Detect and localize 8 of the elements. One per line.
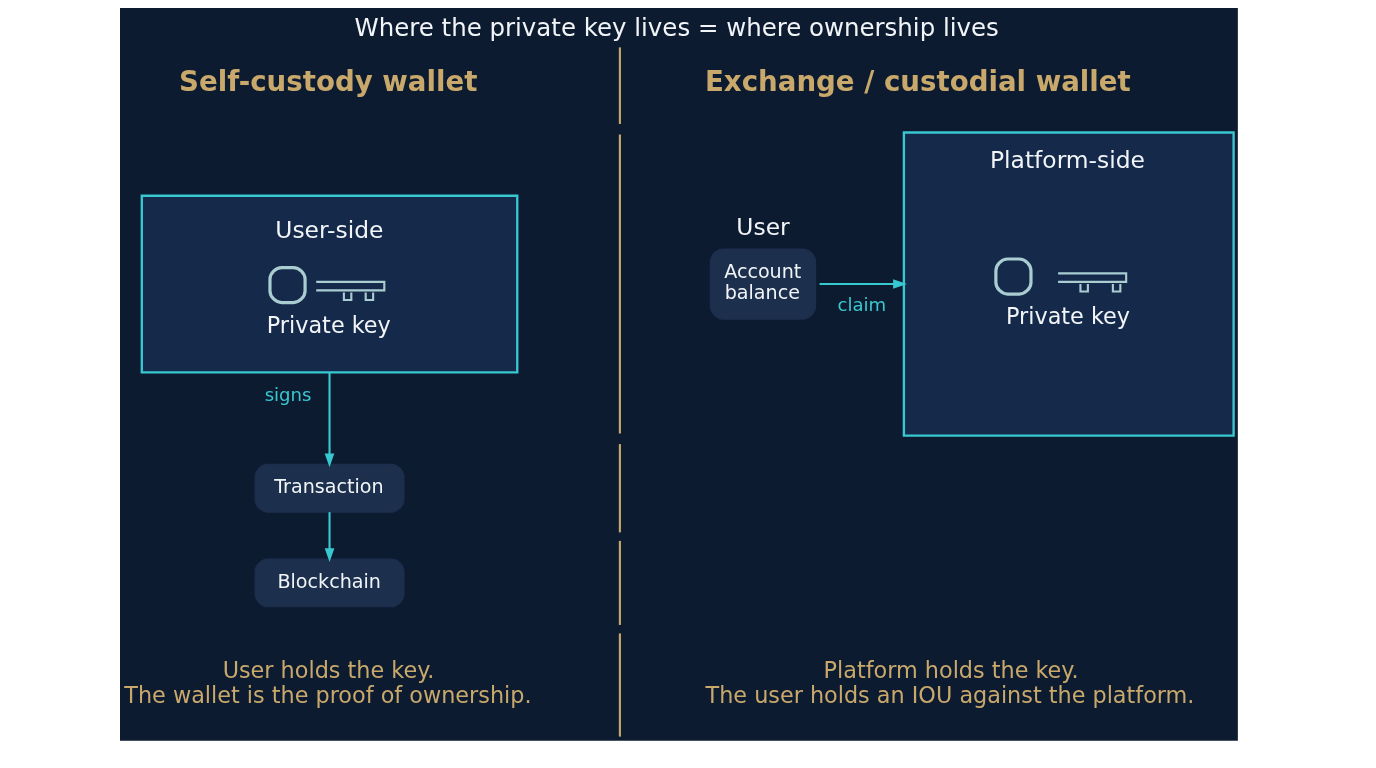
label: Platform holds the key. The user holds an IOU against the platform. (705, 657, 1194, 708)
label: User holds the key. The wallet is the proof of ownership. (123, 657, 531, 708)
diagram-title: Where the private key lives = where ownership lives (354, 13, 999, 43)
label: Self-custody wallet (178, 65, 477, 99)
label: Exchange / custodial wallet (704, 65, 1131, 99)
edge-label: signs (264, 384, 311, 406)
node-label: User (735, 212, 790, 241)
edge-label: claim (836, 293, 886, 315)
